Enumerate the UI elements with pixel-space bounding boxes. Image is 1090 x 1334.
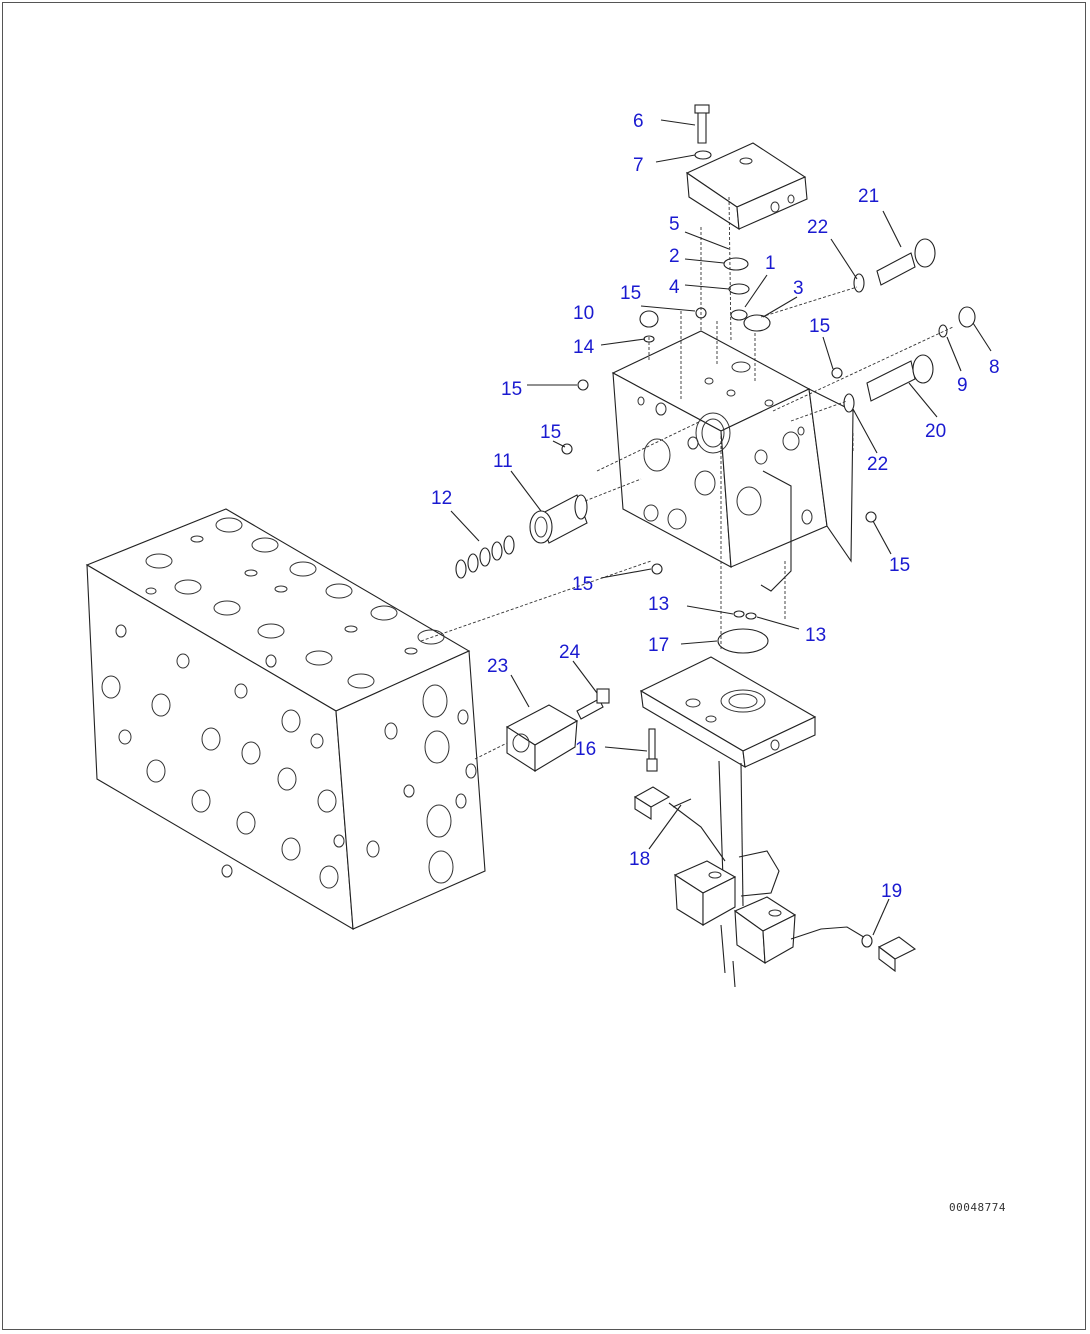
callout-2: 2 [669, 246, 680, 267]
small-hardware [505, 104, 976, 973]
callout-17: 17 [648, 635, 670, 656]
callout-19: 19 [881, 881, 903, 902]
callout-9: 9 [957, 375, 968, 396]
callout-15-right-bottom: 15 [889, 555, 911, 576]
relief-valve-body [611, 330, 854, 592]
callout-7: 7 [633, 155, 644, 176]
callout-22-upper: 22 [807, 217, 829, 238]
callout-15-mid: 15 [540, 422, 562, 443]
callout-22-lower: 22 [867, 454, 889, 475]
callout-13-left: 13 [648, 594, 670, 615]
callout-15-right-top: 15 [809, 316, 831, 337]
callout-15-left: 15 [501, 379, 523, 400]
assembly-guides [420, 196, 954, 760]
callout-12: 12 [431, 488, 453, 509]
callout-14: 14 [573, 337, 595, 358]
callout-18: 18 [629, 849, 651, 870]
callout-16: 16 [575, 739, 597, 760]
callout-13-right: 13 [805, 625, 827, 646]
callout-20: 20 [925, 421, 947, 442]
leader-lines [450, 119, 992, 936]
callout-5: 5 [669, 214, 680, 235]
top-cover-block [685, 142, 808, 231]
callout-24: 24 [559, 642, 581, 663]
callout-1: 1 [765, 253, 776, 274]
callout-8: 8 [989, 357, 1000, 378]
callout-11: 11 [493, 451, 513, 472]
drawing-code: 00048774 [949, 1201, 1006, 1214]
spring-coils [455, 535, 515, 579]
callout-4: 4 [669, 277, 680, 298]
callout-23: 23 [487, 656, 509, 677]
callout-15-top: 15 [620, 283, 642, 304]
main-valve-block [85, 508, 486, 931]
exploded-parts-drawing [85, 104, 992, 988]
spool-assembly [455, 494, 588, 579]
solenoid-block [639, 656, 868, 988]
callout-15-bottom: 15 [572, 574, 594, 595]
callout-6: 6 [633, 111, 644, 132]
callout-10: 10 [573, 303, 595, 324]
callout-21: 21 [858, 186, 880, 207]
callout-3: 3 [793, 278, 804, 299]
